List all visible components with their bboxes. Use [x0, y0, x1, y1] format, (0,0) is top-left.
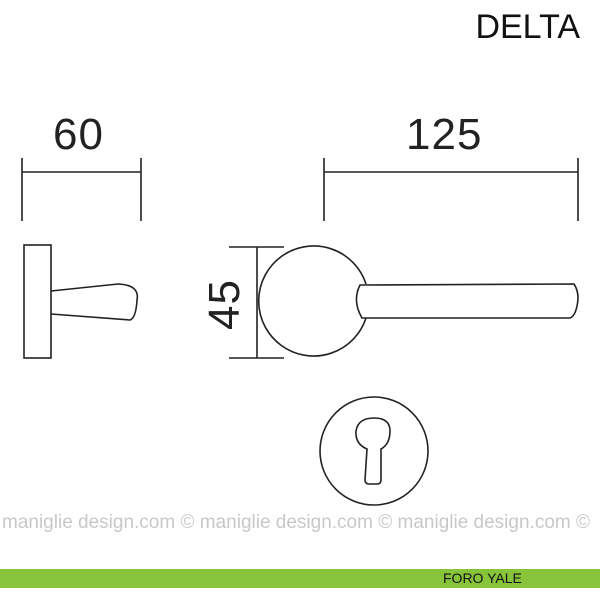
dimension-45-line — [229, 246, 284, 359]
product-title: DELTA — [475, 8, 580, 46]
dimension-125-label: 125 — [406, 110, 483, 159]
front-view-handle — [257, 245, 579, 357]
footer-label: FORO YALE — [443, 570, 522, 586]
dimension-125-line — [323, 158, 579, 221]
dimension-60-line — [21, 158, 142, 221]
yale-escutcheon — [319, 396, 429, 506]
side-view-handle — [23, 244, 139, 359]
dimension-60-label: 60 — [53, 110, 104, 159]
dimension-45-label: 45 — [200, 279, 249, 330]
footer-bar: FORO YALE — [0, 569, 600, 588]
watermark: maniglie design.com © maniglie design.co… — [2, 512, 590, 533]
